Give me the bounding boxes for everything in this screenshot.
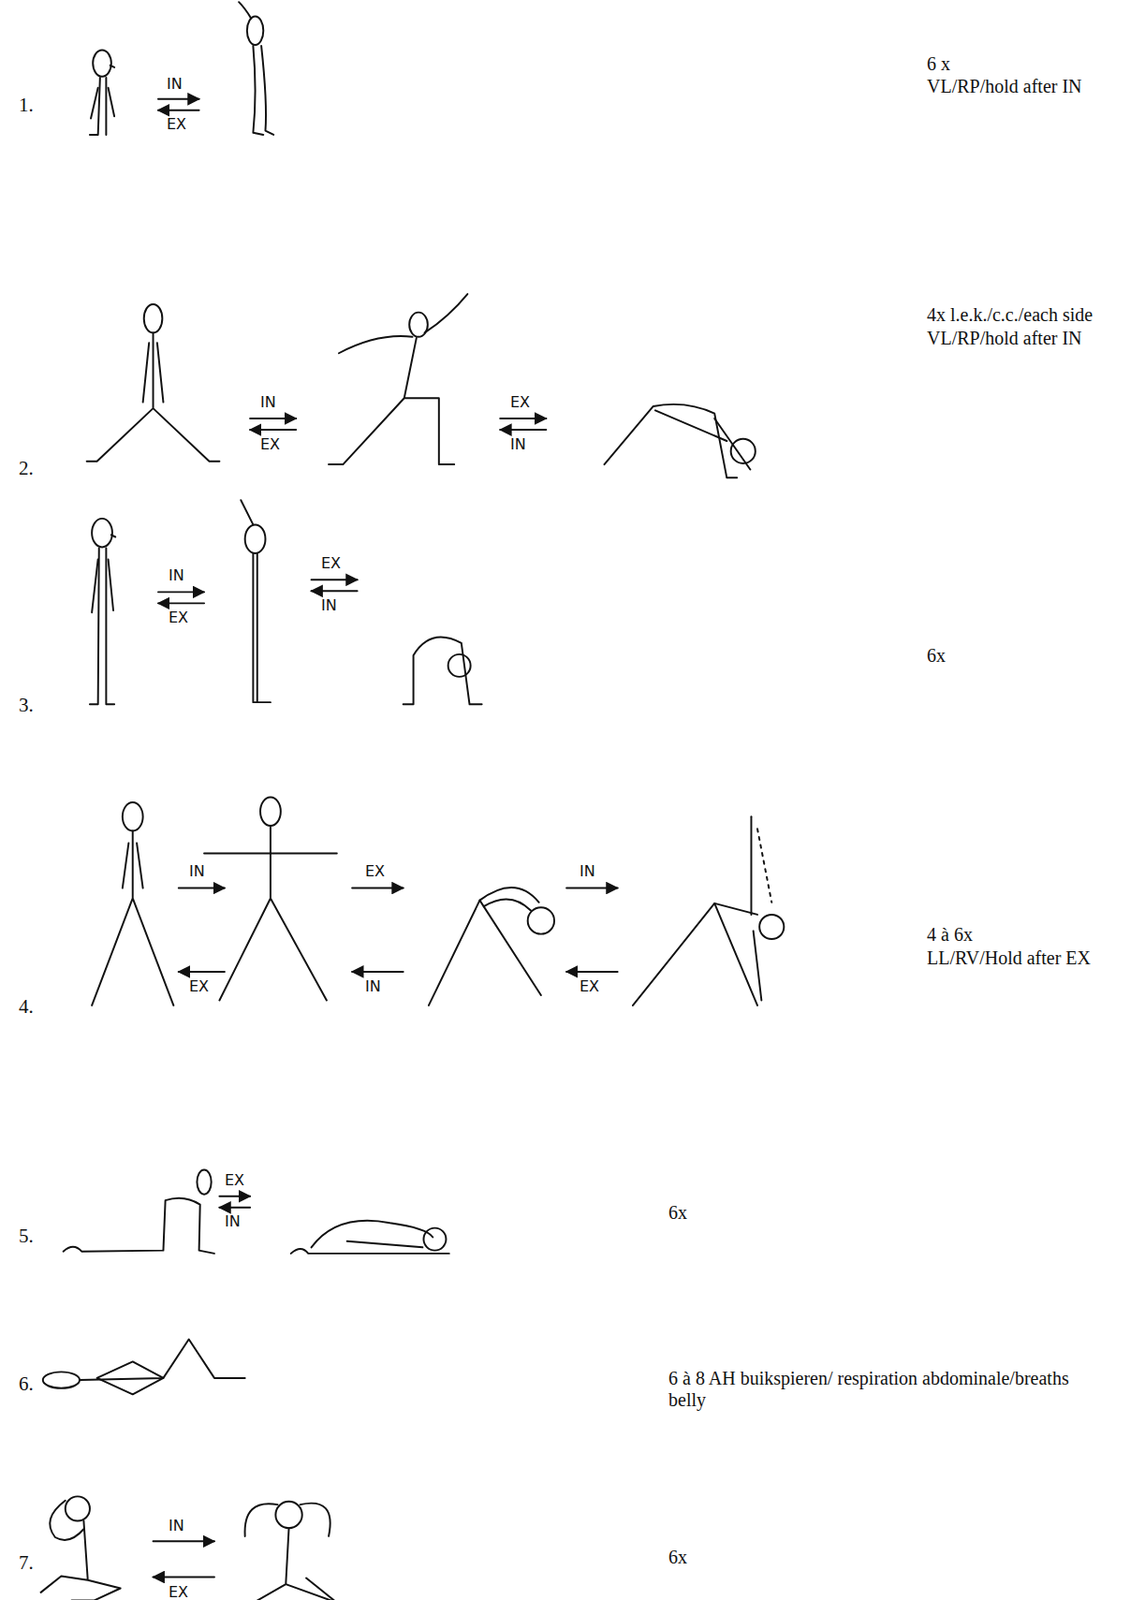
breath-label: IN (168, 1517, 185, 1535)
breath-label: EX (321, 555, 341, 573)
step-number: 5. (18, 1224, 34, 1248)
breath-arrow (178, 888, 618, 972)
step-number: 3. (18, 693, 34, 717)
stick-figure (41, 1496, 338, 1600)
breath-label: EX (168, 609, 189, 627)
breathing-note: LL/RV/Hold after EX (926, 947, 1091, 969)
breath-label: IN (166, 75, 183, 93)
repetition-note: 6x (926, 645, 946, 667)
breath-label: EX (224, 1172, 245, 1189)
breath-label: IN (321, 597, 338, 615)
breath-arrow (219, 1196, 250, 1208)
step-number: 1. (18, 93, 34, 117)
repetition-note: 4 à 6x (926, 924, 973, 946)
repetition-note: 6x (668, 1546, 688, 1569)
stick-figure (87, 293, 756, 478)
breath-label: EX (510, 394, 530, 411)
breath-label: IN (510, 436, 527, 454)
repetition-note: 6 x (926, 53, 951, 75)
breath-label: IN (579, 863, 596, 881)
step-number: 2. (18, 456, 34, 480)
breath-label: IN (260, 394, 277, 411)
stick-figure (63, 1169, 450, 1253)
breath-label: IN (168, 567, 185, 585)
step-number: 6. (18, 1372, 34, 1395)
breath-arrow (158, 99, 200, 111)
breath-arrow (153, 1540, 215, 1577)
repetition-note: 4x l.e.k./c.c./each side (926, 304, 1093, 326)
breath-label: EX (260, 436, 280, 454)
stick-figure (43, 1338, 246, 1395)
breathing-note: VL/RP/hold after IN (926, 327, 1083, 350)
step-number: 7. (18, 1551, 34, 1574)
breath-label: EX (168, 1584, 189, 1600)
breath-label: IN (365, 978, 382, 996)
breath-label: EX (166, 116, 187, 133)
stick-figure (89, 499, 483, 705)
repetition-note: 6x (668, 1202, 688, 1224)
breath-label: EX (579, 978, 600, 996)
breathing-note: 6 à 8 AH buikspieren/ respiration abdomi… (668, 1367, 1108, 1411)
step-number: 4. (18, 995, 34, 1018)
breath-label: IN (224, 1213, 241, 1231)
breath-arrow (249, 418, 546, 430)
breath-label: EX (189, 978, 209, 996)
stick-figure (91, 797, 784, 1006)
breath-label: IN (189, 863, 206, 881)
stick-figure (89, 1, 274, 135)
breath-label: EX (365, 863, 385, 881)
breathing-note: VL/RP/hold after IN (926, 75, 1083, 98)
